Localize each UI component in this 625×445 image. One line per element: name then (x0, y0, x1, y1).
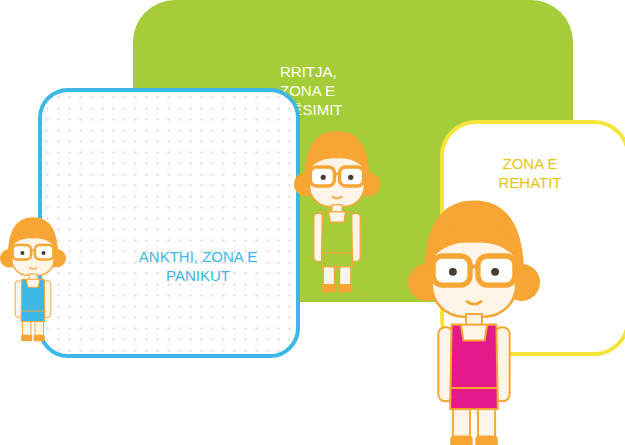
zone-label: ZONA E REHATIT (488, 154, 572, 192)
comfort-zone-box: ZONA E REHATIT (440, 120, 625, 356)
zone-label: ANKTHI, ZONA E PANIKUT (126, 247, 270, 285)
panic-zone-box: ANKTHI, ZONA E PANIKUT (38, 88, 300, 358)
girl-large (408, 201, 540, 445)
girl-medium (294, 131, 380, 293)
girl-small (0, 217, 66, 341)
